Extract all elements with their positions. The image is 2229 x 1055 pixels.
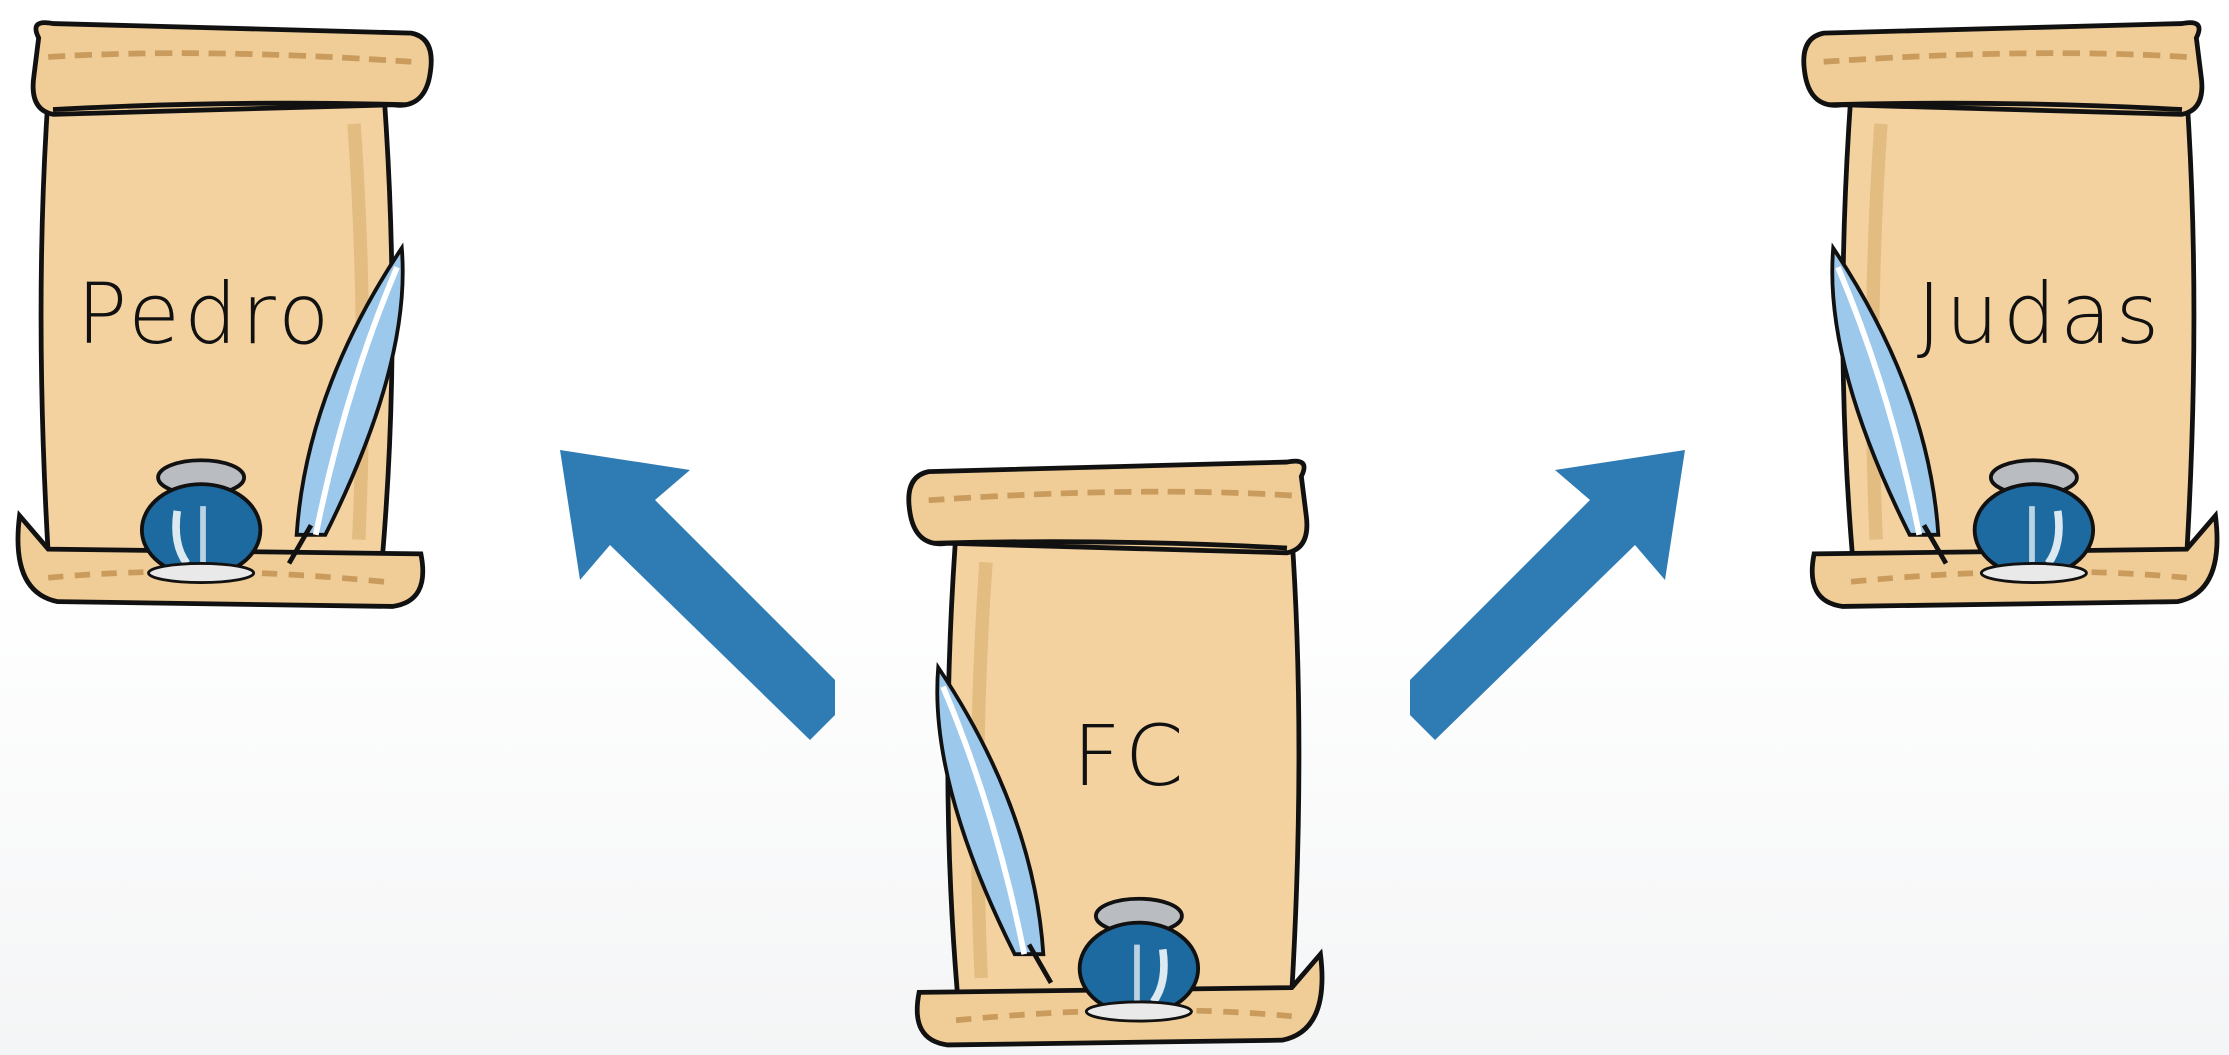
scroll-pedro: Pedro xyxy=(10,10,440,620)
arrow-icon-up-right xyxy=(1410,450,1685,740)
scroll-fc: FC xyxy=(900,452,1330,1055)
arrow-up-right-shape xyxy=(1410,450,1685,740)
scroll-label-pedro: Pedro xyxy=(76,265,334,363)
inkwell-icon xyxy=(1975,460,2093,582)
scroll-label-fc: FC xyxy=(1072,707,1188,805)
arrow-up-left-shape xyxy=(560,450,835,740)
scroll-judas: Judas xyxy=(1795,10,2225,620)
inkwell-icon xyxy=(1080,899,1198,1021)
scroll-label-judas: Judas xyxy=(1916,265,2164,363)
inkwell-icon xyxy=(142,460,260,582)
arrow-icon-up-left xyxy=(560,450,835,740)
